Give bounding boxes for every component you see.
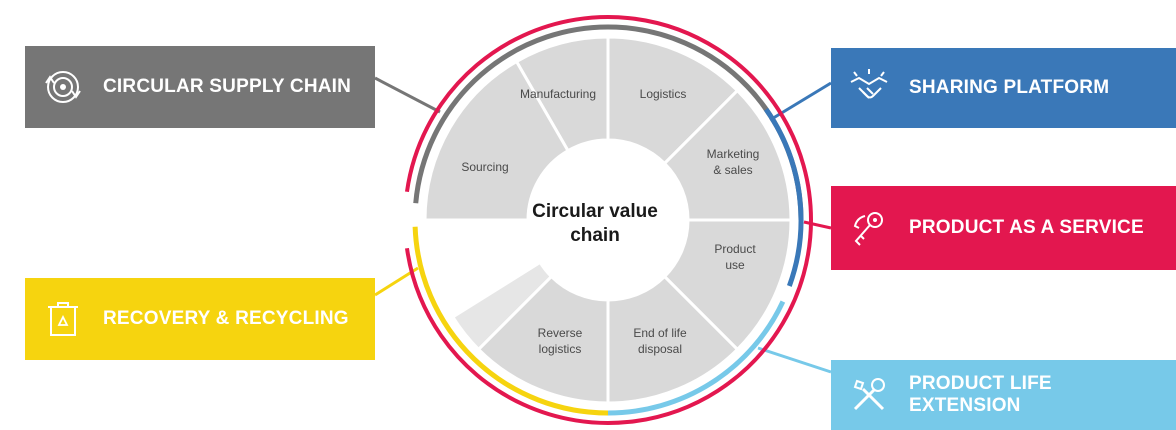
ring-product-life-extension — [607, 300, 786, 416]
product-life-extension-label: PRODUCT LIFE EXTENSION — [909, 373, 1052, 416]
segment-label-line: Reverse — [538, 326, 583, 340]
connector-ple — [757, 346, 832, 374]
segment-label-line: End of life — [633, 326, 687, 340]
segment-label-line: Product — [714, 242, 756, 256]
sharing-platform-box: SHARING PLATFORM — [831, 48, 1176, 128]
segment-reverse-logistics — [476, 274, 610, 405]
center-label-line1: Circular value — [532, 201, 658, 222]
segment-label-logistics: Logistics — [640, 87, 687, 101]
circular-supply-chain-label: CIRCULAR SUPPLY CHAIN — [103, 76, 352, 97]
ring-product-as-a-service — [404, 15, 813, 425]
segment-label-marketing: Marketing & sales — [707, 147, 760, 177]
ring-recovery-recycling — [412, 226, 609, 416]
segment-label-line: logistics — [539, 342, 582, 356]
recovery-recycling-label: RECOVERY & RECYCLING — [103, 308, 349, 329]
segment-label-line: & sales — [713, 163, 752, 177]
segment-label-sourcing: Sourcing — [461, 160, 508, 174]
ring-sharing-platform — [764, 107, 804, 287]
segment-sourcing — [423, 59, 571, 222]
sharing-platform-label: SHARING PLATFORM — [909, 77, 1110, 98]
circular-arrows-icon — [45, 71, 81, 103]
connector-csc — [374, 76, 441, 114]
center-disc — [528, 140, 688, 300]
strategy-rings — [404, 15, 813, 425]
center-label-line2: chain — [570, 225, 620, 246]
recovery-recycling-box: RECOVERY & RECYCLING — [25, 278, 375, 360]
segment-label-line: use — [725, 258, 745, 272]
segment-label-reverse-logistics: Reverse logistics — [538, 326, 583, 356]
connector-paas — [803, 220, 832, 230]
product-as-a-service-label: PRODUCT AS A SERVICE — [909, 217, 1144, 238]
segment-label-manufacturing: Manufacturing — [520, 87, 596, 101]
recycle-bin-icon — [48, 302, 78, 336]
partial-segment — [450, 260, 554, 352]
circular-supply-chain-box: CIRCULAR SUPPLY CHAIN — [25, 46, 375, 128]
segment-label-line: Marketing — [707, 147, 760, 161]
product-as-a-service-box: PRODUCT AS A SERVICE — [831, 186, 1176, 270]
tools-icon — [853, 378, 885, 411]
value-chain-wheel — [423, 35, 793, 405]
segment-label-line: Sourcing — [461, 160, 508, 174]
segment-label-line: Manufacturing — [520, 87, 596, 101]
handshake-icon — [850, 69, 888, 99]
segment-label-line: Logistics — [640, 87, 687, 101]
segment-label-line: disposal — [638, 342, 682, 356]
keys-icon — [853, 212, 883, 246]
product-life-extension-box: PRODUCT LIFE EXTENSION — [831, 360, 1176, 430]
segment-label-product-use: Product use — [714, 242, 756, 272]
segment-label-end-of-life: End of life disposal — [633, 326, 687, 356]
